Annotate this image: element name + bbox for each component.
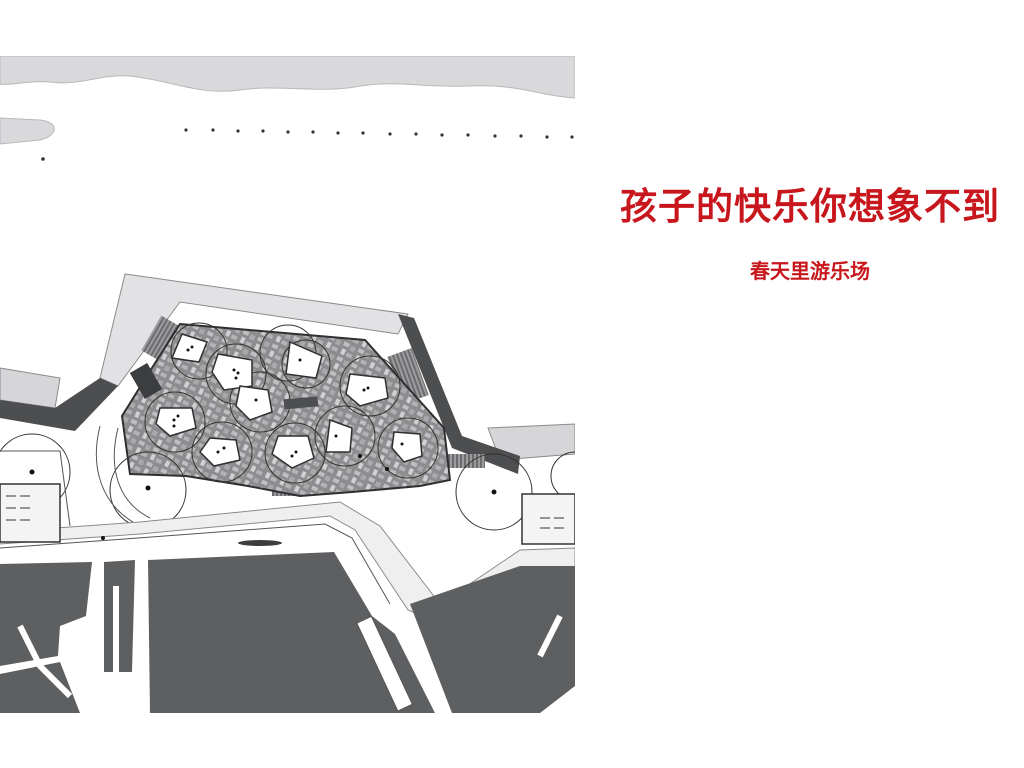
lamp-row: [41, 128, 574, 161]
sea-area: [0, 56, 575, 99]
tree-canopies: [0, 322, 575, 531]
building-left: [0, 483, 61, 543]
city-blocks: [0, 552, 575, 713]
play-pavilion: [199, 437, 241, 467]
play-pavilion: [325, 418, 353, 453]
play-pavilion: [345, 373, 389, 407]
plaza-bench: [283, 396, 319, 410]
stairs-right: [387, 348, 429, 404]
star-markers: [29, 454, 497, 605]
site-plan-drawing: [0, 56, 575, 713]
building-left-hatch: [6, 495, 30, 521]
building-right: [521, 493, 575, 545]
play-pavilion: [271, 435, 315, 469]
play-pavilion: [391, 431, 423, 463]
kiosk-block: [129, 363, 163, 399]
slide-title: 孩子的快乐你想象不到: [620, 185, 1000, 228]
play-pavilion: [285, 340, 323, 379]
building-right-hatch: [540, 517, 564, 529]
jetty-shape: [0, 117, 55, 145]
stairs-bottom-right: [440, 454, 485, 468]
frame-right: [398, 314, 520, 474]
play-pavilion: [170, 333, 208, 363]
slide-subtitle: 春天里游乐场: [750, 259, 870, 283]
pavilion-dots: [172, 345, 404, 458]
play-pavilion: [211, 353, 253, 391]
play-pavilion: [155, 407, 197, 437]
block-paths: [17, 586, 563, 699]
stairs-left: [141, 315, 181, 362]
frame-left: [0, 378, 118, 431]
site-plan-svg: [0, 56, 575, 713]
lower-walkway: [0, 501, 575, 625]
play-pavilion: [235, 385, 273, 421]
boat-shape: [238, 540, 282, 546]
play-pavilions: [155, 333, 423, 469]
pier-strip: [356, 615, 414, 712]
